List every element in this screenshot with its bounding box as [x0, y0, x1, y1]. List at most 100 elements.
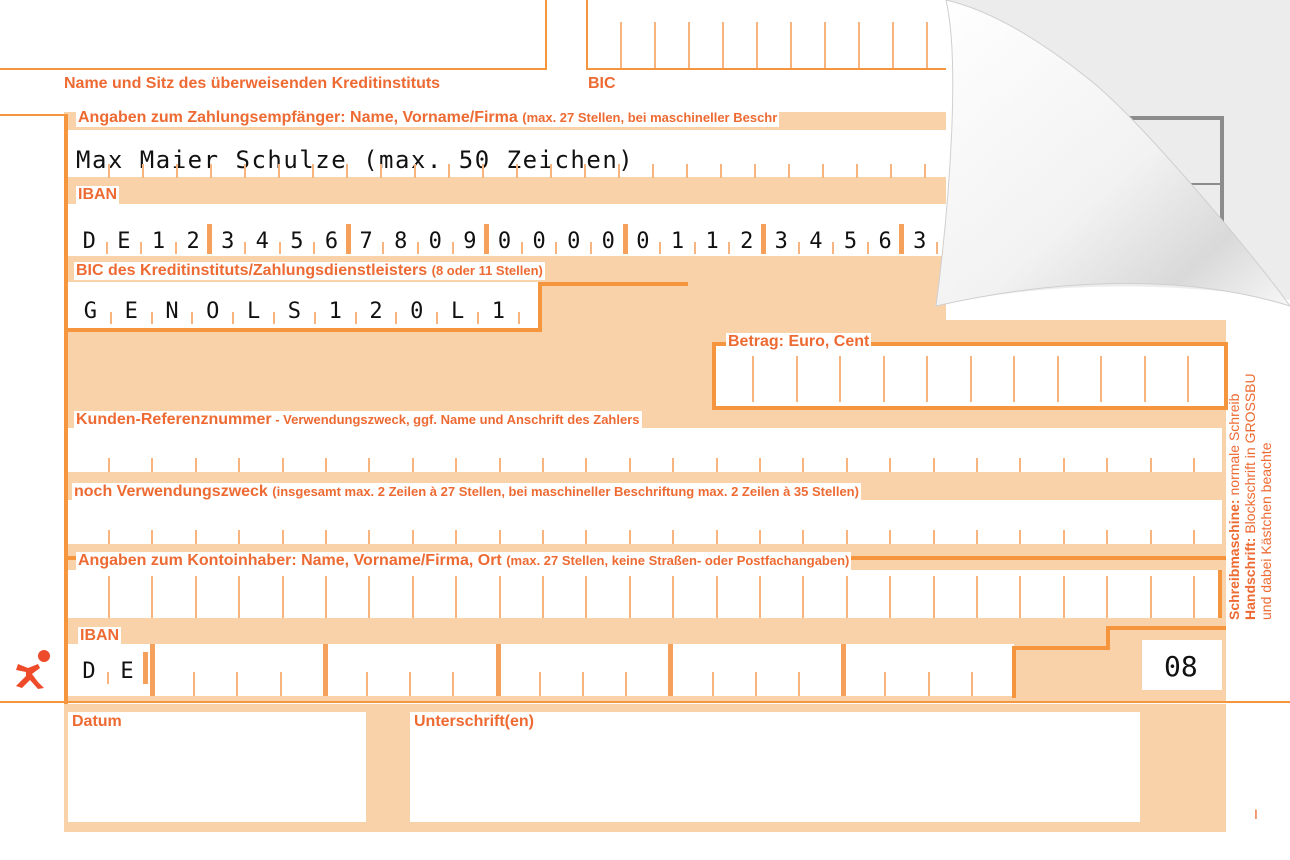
- form-code-box: [1142, 640, 1222, 690]
- char-tick: [618, 164, 620, 178]
- char-tick: [380, 164, 382, 178]
- char-tick: [542, 458, 544, 472]
- char-tick: [824, 22, 826, 68]
- char-tick: [1193, 576, 1195, 618]
- bic-char: 1: [491, 299, 506, 324]
- char-tick: [759, 576, 761, 618]
- char-tick: [108, 530, 110, 544]
- sender-bic-box[interactable]: [586, 0, 968, 70]
- left-border: [64, 114, 68, 704]
- recipient-iban-label: IBAN: [76, 186, 120, 204]
- iban-char: 3: [221, 229, 235, 254]
- char-tick: [802, 530, 805, 544]
- char-tick: [151, 576, 154, 618]
- char-tick: [455, 576, 458, 618]
- char-tick: [1062, 530, 1065, 544]
- holder-label: Angaben zum Kontoinhaber: Name, Vorname/…: [76, 552, 852, 570]
- char-tick: [976, 458, 978, 472]
- char-tick: [839, 356, 841, 402]
- char-tick: [795, 356, 798, 402]
- signature-field[interactable]: [410, 712, 1140, 822]
- char-tick: [932, 576, 935, 618]
- group-separator: [484, 224, 490, 254]
- char-tick: [273, 312, 275, 324]
- char-tick: [520, 242, 523, 254]
- char-tick: [752, 356, 754, 402]
- char-tick: [516, 164, 518, 178]
- holder-iban-field[interactable]: [68, 644, 1014, 696]
- purpose2-field[interactable]: [68, 500, 1222, 544]
- char-tick: [926, 22, 928, 68]
- char-tick: [693, 242, 696, 254]
- char-tick: [194, 576, 197, 618]
- char-tick: [244, 242, 246, 254]
- iban-char: 0: [636, 229, 650, 254]
- date-label: Datum: [72, 713, 122, 730]
- char-tick: [659, 242, 662, 254]
- char-tick: [672, 530, 675, 544]
- char-tick: [411, 530, 414, 544]
- char-tick: [866, 242, 869, 254]
- char-tick: [409, 672, 412, 696]
- char-tick: [672, 458, 675, 472]
- char-tick: [759, 458, 761, 472]
- char-tick: [822, 164, 824, 178]
- iban-char: 4: [255, 229, 269, 254]
- char-tick: [672, 576, 675, 618]
- char-tick: [1106, 576, 1109, 618]
- char-tick: [688, 22, 690, 68]
- char-tick: [1019, 530, 1022, 544]
- char-tick: [174, 242, 177, 254]
- sparkasse-logo-icon: [14, 648, 54, 690]
- char-tick: [1143, 356, 1146, 402]
- bic-char: G: [83, 299, 98, 324]
- recipient-name-value: Max Maier Schulze (max. 50 Zeichen): [76, 146, 635, 174]
- char-tick: [382, 242, 385, 254]
- char-tick: [720, 164, 722, 178]
- sender-bank-box[interactable]: [0, 0, 547, 70]
- char-tick: [628, 530, 631, 544]
- char-tick: [278, 164, 280, 178]
- group-separator: [143, 652, 148, 684]
- char-tick: [932, 458, 935, 472]
- holder-iban-step-v: [1012, 646, 1016, 698]
- char-tick: [354, 312, 357, 324]
- char-tick: [244, 164, 246, 178]
- holder-iban-char: E: [120, 659, 134, 684]
- char-tick: [366, 672, 368, 696]
- holder-iban-label: IBAN: [78, 627, 122, 645]
- char-tick: [890, 164, 892, 178]
- char-tick: [722, 22, 724, 68]
- char-tick: [932, 530, 935, 544]
- side-note-line1-bold: Schreibmaschine:: [1226, 499, 1242, 620]
- char-tick: [193, 672, 196, 696]
- char-tick: [108, 458, 110, 472]
- reference-field[interactable]: [68, 428, 1222, 472]
- char-tick: [281, 530, 284, 544]
- group-separator: [207, 224, 213, 254]
- holder-name-field[interactable]: [68, 570, 1222, 618]
- char-tick: [924, 164, 926, 178]
- char-tick: [498, 530, 501, 544]
- iban-char: 0: [532, 229, 546, 254]
- char-tick: [105, 242, 108, 254]
- recipient-bic-field[interactable]: [68, 282, 542, 332]
- date-field[interactable]: [68, 712, 366, 822]
- char-tick: [281, 458, 284, 472]
- char-tick: [194, 458, 197, 472]
- iban-char: 2: [186, 229, 200, 254]
- char-tick: [368, 530, 371, 544]
- char-tick: [325, 530, 327, 544]
- iban-char: 7: [359, 229, 373, 254]
- char-tick: [1019, 458, 1022, 472]
- page-curl-icon[interactable]: [930, 0, 1290, 320]
- char-tick: [238, 458, 241, 472]
- iban-char: 1: [670, 229, 685, 254]
- reference-label: Kunden-Referenznummer - Verwendungszweck…: [74, 411, 642, 429]
- char-tick: [628, 576, 631, 618]
- char-tick: [715, 458, 718, 472]
- char-tick: [976, 530, 978, 544]
- side-note-text: Schreibmaschine: normale Schreib Handsch…: [1226, 290, 1274, 620]
- char-tick: [107, 672, 109, 684]
- char-tick: [582, 672, 584, 696]
